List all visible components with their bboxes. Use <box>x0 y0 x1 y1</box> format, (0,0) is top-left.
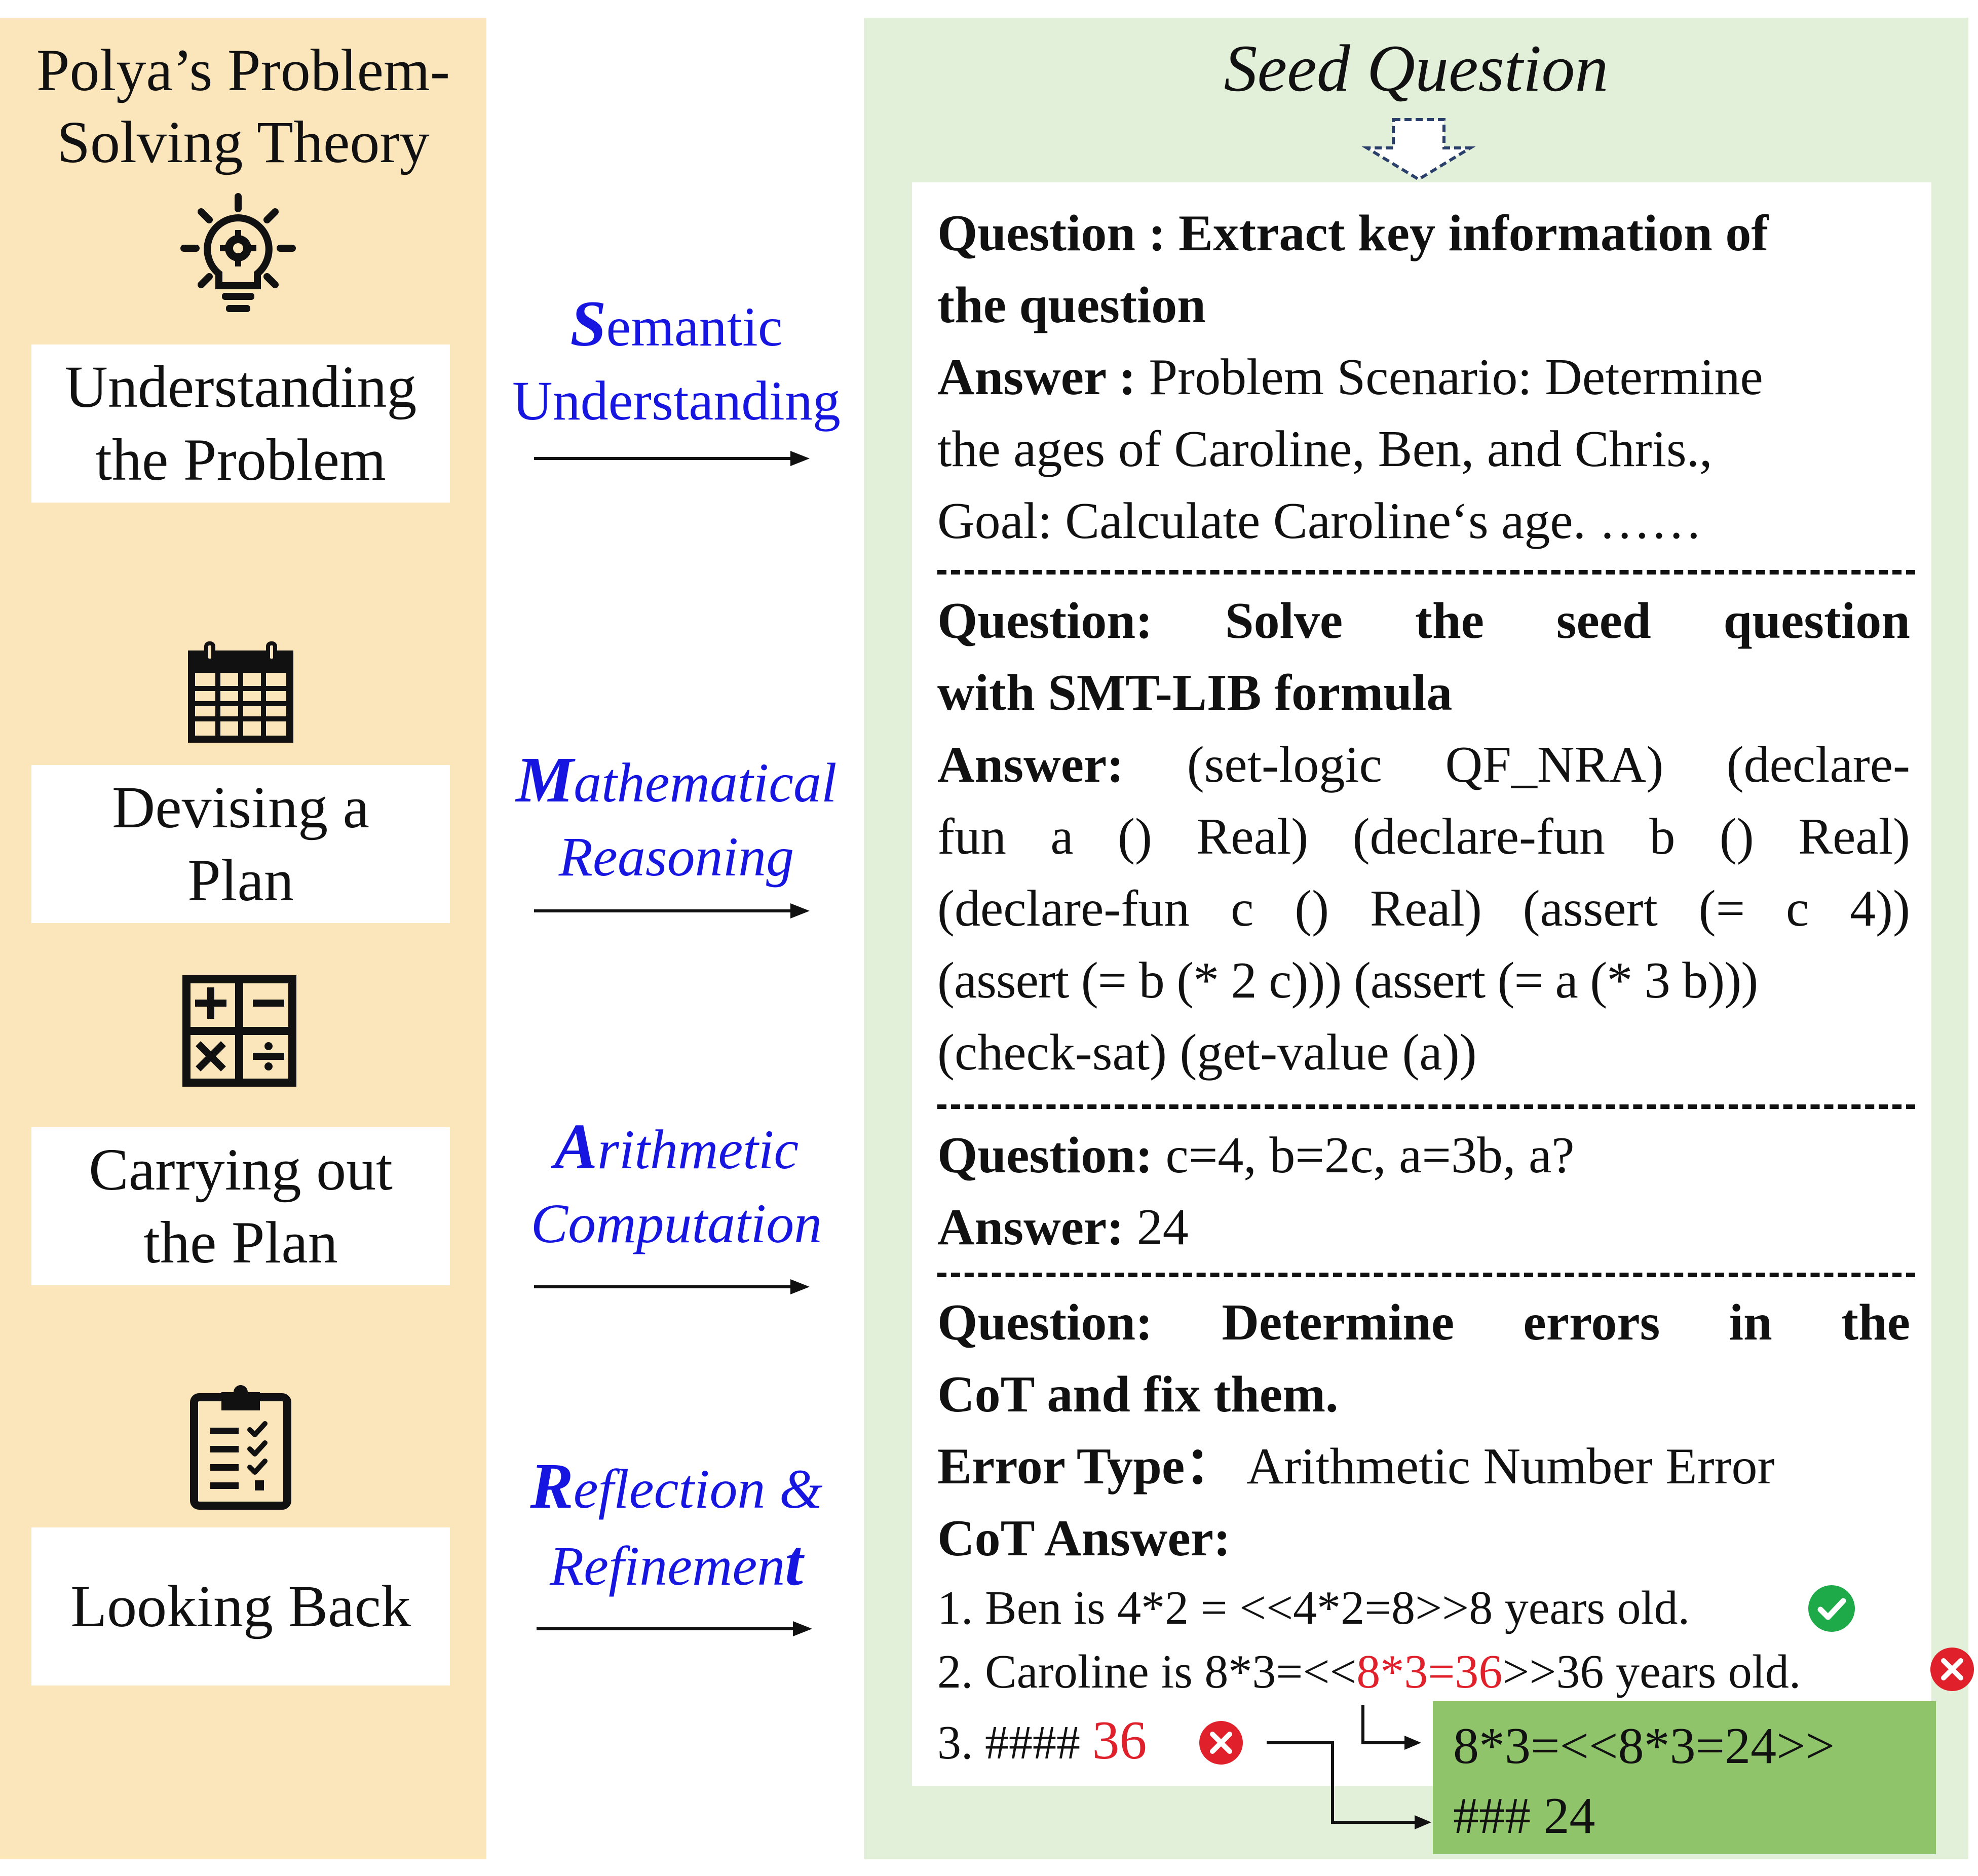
divider-2 <box>937 1104 1915 1109</box>
label-arithmetic-computation: Arithmetic Computation <box>530 1111 822 1254</box>
error-icon-step3 <box>1199 1721 1243 1765</box>
stage-understanding: Understanding the Problem <box>31 344 450 503</box>
label-reflection-refinement: Reflection & Refinement <box>530 1450 823 1599</box>
q3-block: Question: c=4, b=2c, a=3b, a? Answer: 24 <box>937 1127 1575 1256</box>
q2-block: Question: Solve the seed question with S… <box>937 592 1911 1081</box>
seed-question-title: Seed Question <box>1224 31 1609 105</box>
stage-devising: Devising a Plan <box>31 765 450 923</box>
theory-title: Polya’s Problem- Solving Theory <box>36 37 450 175</box>
lightbulb-icon <box>180 193 296 312</box>
cot-step-3: 3. #### 36 <box>937 1710 1147 1771</box>
stage-looking-back: Looking Back <box>31 1527 450 1686</box>
calculator-icon <box>182 975 296 1087</box>
divider-1 <box>937 570 1915 575</box>
calendar-icon <box>188 641 293 743</box>
label-semantic-understanding: Semantic Understanding <box>512 288 841 432</box>
arrow-arithmetic <box>534 1279 810 1294</box>
divider-3 <box>937 1273 1915 1277</box>
clipboard-checklist-icon <box>190 1385 291 1510</box>
cot-step-1: 1. Ben is 4*2 = <<4*2=8>>8 years old. <box>937 1582 1690 1634</box>
stage-carrying-out: Carrying out the Plan <box>31 1127 450 1285</box>
arrow-reflection <box>537 1621 812 1636</box>
cot-step-2: 2. Caroline is 8*3=<<8*3=36>>36 years ol… <box>937 1645 1801 1698</box>
arrow-mathematical <box>534 903 810 918</box>
q1-block: Question : Extract key information of th… <box>937 205 1769 550</box>
label-mathematical-reasoning: Mathematical Reasoning <box>516 744 837 888</box>
question-card <box>912 182 1931 1786</box>
down-arrow-icon <box>1361 118 1476 181</box>
check-icon <box>1808 1585 1855 1632</box>
fix-connector-arrows <box>1267 1705 1431 1829</box>
q4-block: Question: Determine errors in the CoT an… <box>937 1294 1910 1567</box>
arrow-semantic <box>534 451 810 466</box>
corrected-answer-box: 8*3=<<8*3=24>> ### 24 <box>1433 1701 1936 1854</box>
error-icon-step2 <box>1930 1648 1974 1691</box>
